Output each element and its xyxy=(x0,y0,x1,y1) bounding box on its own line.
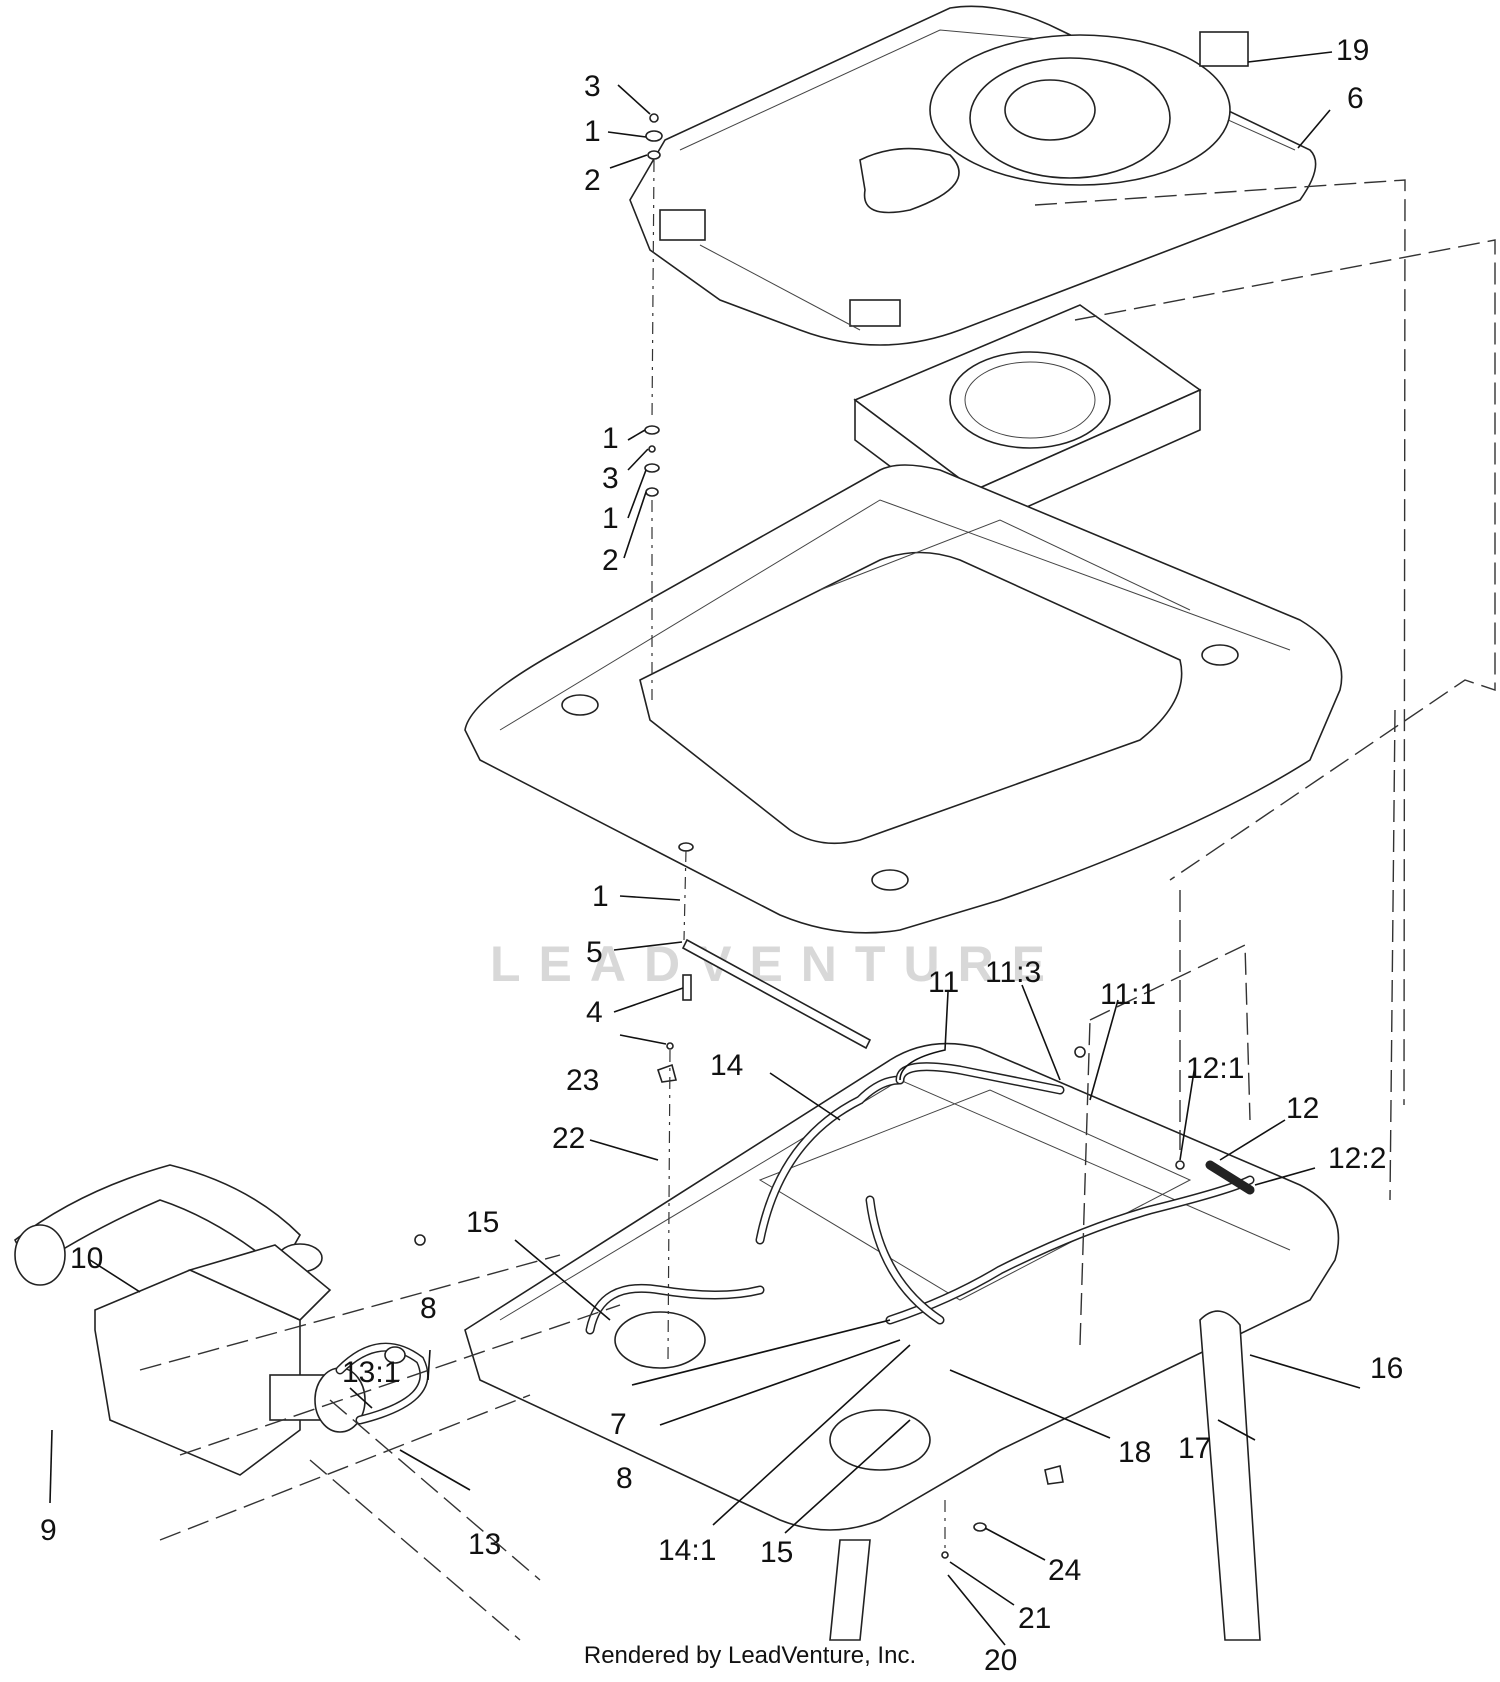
callout-11-3: 11:3 xyxy=(985,956,1041,989)
middle-housing-part xyxy=(464,464,1343,934)
top-cover-part xyxy=(629,5,1317,346)
assembly-lines xyxy=(139,159,1496,1641)
pin-part xyxy=(682,974,692,1001)
callout-1c: 1 xyxy=(602,502,619,535)
callout-14: 14 xyxy=(710,1049,743,1082)
callout-4: 4 xyxy=(586,996,603,1029)
callout-12-1: 12:1 xyxy=(1186,1052,1244,1085)
callout-19: 19 xyxy=(1336,34,1369,67)
leader-lines xyxy=(49,51,1361,1646)
callout-12-2: 12:2 xyxy=(1328,1142,1386,1175)
callout-21: 21 xyxy=(1018,1602,1051,1635)
roll-bar-part xyxy=(829,1310,1261,1641)
strap-part xyxy=(681,938,872,1050)
callout-1: 1 xyxy=(584,115,601,148)
callout-9: 9 xyxy=(40,1514,57,1547)
callout-11-1: 11:1 xyxy=(1100,978,1156,1011)
callout-7: 7 xyxy=(610,1408,627,1441)
callout-8: 8 xyxy=(420,1292,437,1325)
callout-10: 10 xyxy=(70,1242,103,1275)
callout-3b: 3 xyxy=(602,462,619,495)
callout-23: 23 xyxy=(566,1064,599,1097)
callout-1b: 1 xyxy=(602,422,619,455)
callout-labels: 19 6 3 1 2 1 3 1 2 1 5 4 11 11:3 11:1 12… xyxy=(40,34,1403,1677)
callout-14-1: 14:1 xyxy=(658,1534,716,1567)
callout-2b: 2 xyxy=(602,544,619,577)
heater-unit-part xyxy=(13,1164,429,1476)
callout-13: 13 xyxy=(468,1528,501,1561)
footer-credit: Rendered by LeadVenture, Inc. xyxy=(583,1642,917,1669)
callout-17: 17 xyxy=(1178,1432,1211,1465)
callout-5: 5 xyxy=(586,936,603,969)
callout-20: 20 xyxy=(984,1644,1017,1677)
callout-11: 11 xyxy=(928,966,959,999)
callout-1d: 1 xyxy=(592,880,609,913)
callout-13-1: 13:1 xyxy=(342,1356,400,1389)
callout-18: 18 xyxy=(1118,1436,1151,1469)
callout-16: 16 xyxy=(1370,1352,1403,1385)
hardware-parts xyxy=(414,113,1185,1559)
callout-15b: 15 xyxy=(760,1536,793,1569)
callout-2: 2 xyxy=(584,164,601,197)
callout-12: 12 xyxy=(1286,1092,1319,1125)
callout-15: 15 xyxy=(466,1206,499,1239)
callout-22: 22 xyxy=(552,1122,585,1155)
callout-3: 3 xyxy=(584,70,601,103)
duct-hose-part xyxy=(13,1164,301,1272)
callout-24: 24 xyxy=(1048,1554,1081,1587)
hose-assembly xyxy=(585,1062,1255,1335)
callout-6: 6 xyxy=(1347,82,1364,115)
watermark: LEADVENTURE xyxy=(490,936,1064,992)
decal-part xyxy=(1199,31,1249,67)
callout-8b: 8 xyxy=(616,1462,633,1495)
